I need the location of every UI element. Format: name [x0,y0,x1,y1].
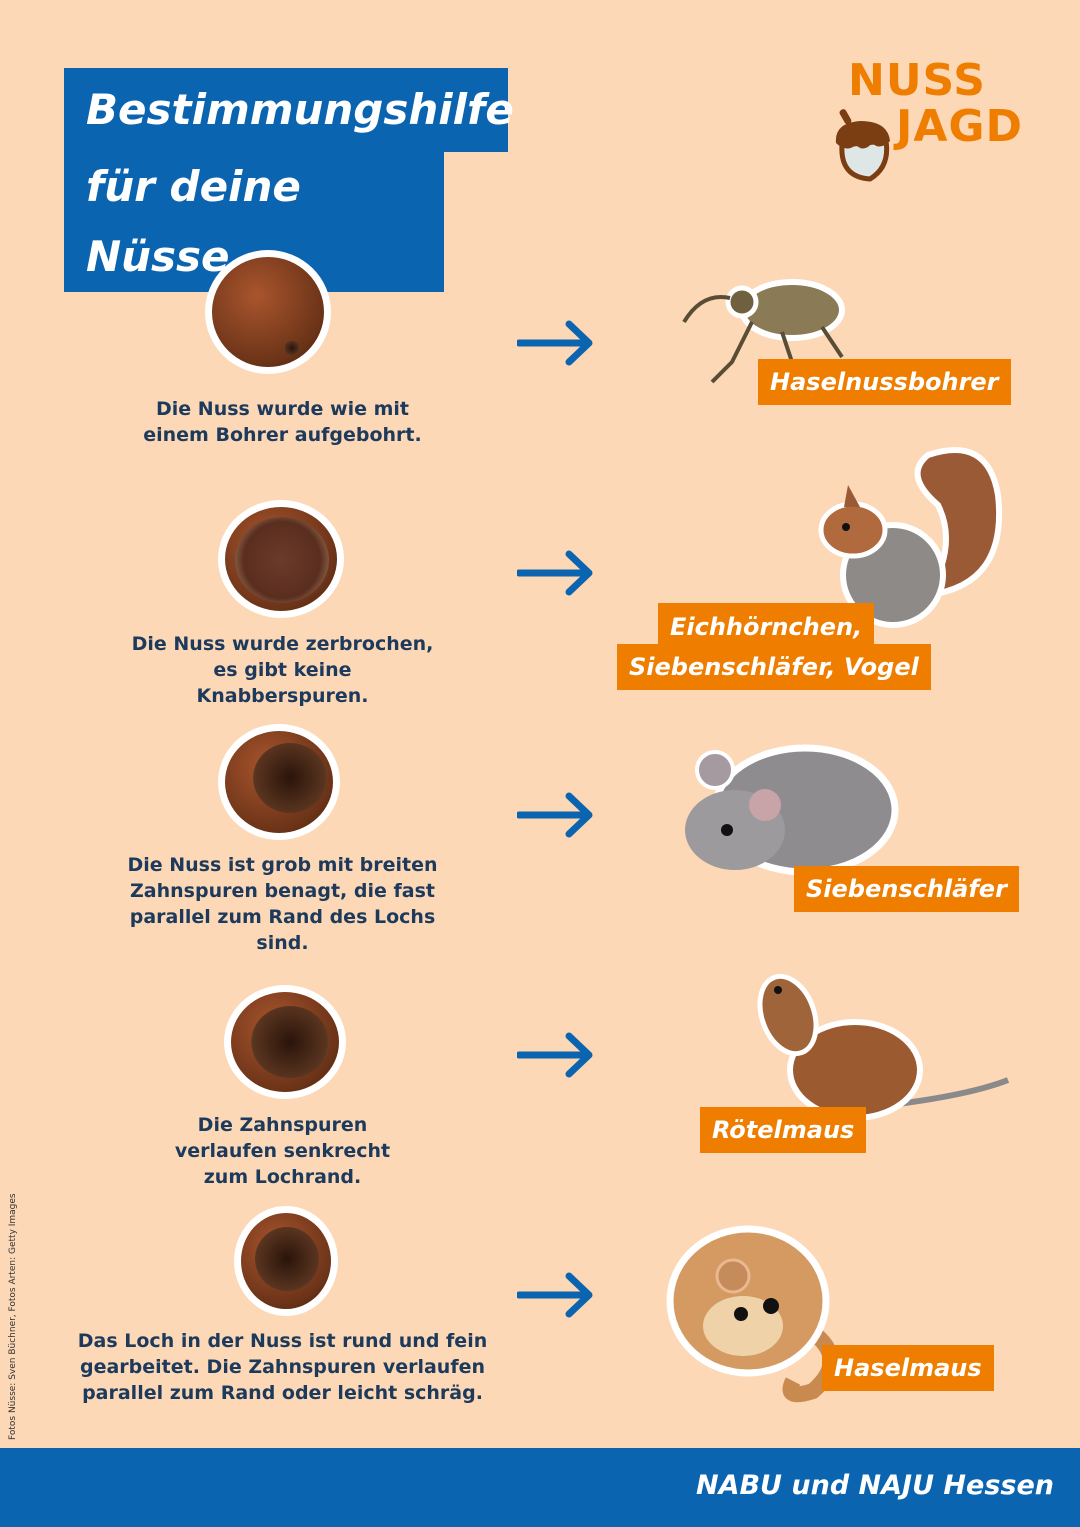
description-5: Das Loch in der Nuss ist rund und fein g… [77,1330,488,1404]
nussjagd-logo: NUSS JAGD [830,55,1040,185]
description-4: Die Zahnspuren verlaufen senkrecht zum L… [174,1114,391,1188]
animal-label-haselmaus: Haselmaus [822,1345,994,1391]
arrow-right-icon [517,550,593,596]
arrow-right-icon [517,1032,593,1078]
weevil-photo [682,279,845,384]
hazel-dormouse-photo [666,1225,839,1403]
arrow-right-icon [517,1272,593,1318]
logo-line-2: JAGD [896,101,1024,152]
animal-label-siebenschlaefer: Siebenschläfer [794,866,1019,912]
nut-photo-gnawed-coarse [218,724,340,840]
description-1: Die Nuss wurde wie mit einem Bohrer aufg… [143,398,422,446]
nut-photo-perpendicular [224,985,346,1099]
arrow-right-icon [517,792,593,838]
logo-line-1: NUSS [848,55,986,106]
footer-bar: NABU und NAJU Hessen [0,1448,1080,1527]
animal-label-eichhoernchen-line-2: Siebenschläfer, Vogel [617,644,931,690]
description-2: Die Nuss wurde zerbrochen, es gibt keine… [131,633,434,707]
animal-label-eichhoernchen-line-1: Eichhörnchen, [658,603,875,647]
title-line-1: Bestimmungshilfe [64,68,514,152]
footer-publisher: NABU und NAJU Hessen [695,1470,1054,1501]
animal-label-haselnussbohrer: Haselnussbohrer [758,359,1011,405]
nut-photo-round-hole [234,1206,338,1316]
nut-photo-drilled [205,250,331,374]
nut-photo-broken [218,500,344,618]
photo-credit: Fotos Nüsse: Sven Büchner, Fotos Arten: … [8,1193,18,1440]
description-3: Die Nuss ist grob mit breiten Zahnspuren… [127,854,438,954]
hazelnut-icon [835,109,890,182]
squirrel-photo [818,447,1003,628]
arrow-right-icon [517,320,593,366]
animal-label-roetelmaus: Rötelmaus [700,1107,867,1153]
dormouse-photo [685,744,899,876]
